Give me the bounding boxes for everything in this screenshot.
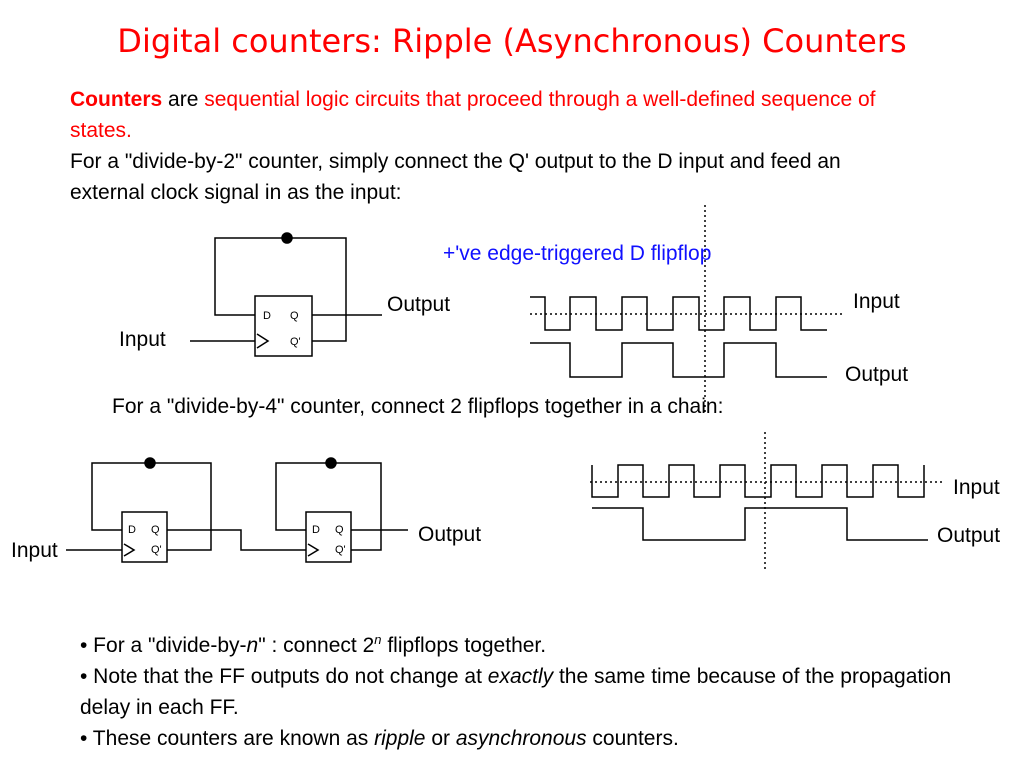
ff2-letters: D Q Q' D Q Q'	[128, 524, 346, 556]
bullet-3: • These counters are known as ripple or …	[80, 723, 980, 754]
wave2-input-label: Input	[953, 476, 1000, 499]
bullet-list: • For a "divide-by-n" : connect 2n flipf…	[80, 624, 980, 754]
ff1-d-letter: D	[128, 524, 136, 536]
ff2-d-letter: D	[312, 524, 320, 536]
are-word: are	[162, 88, 205, 111]
slide-title: Digital counters: Ripple (Asynchronous) …	[117, 22, 907, 60]
bullet-3-pre: • These counters are known as	[80, 727, 375, 750]
ff-qbar-letter: Q'	[290, 336, 301, 348]
ff2-qbar-letter: Q'	[335, 544, 346, 556]
ff-q-letter: Q	[290, 310, 299, 322]
divide-by-4-waveforms	[590, 432, 945, 572]
circuit2-output-label: Output	[418, 523, 482, 546]
junction-dot	[281, 232, 293, 244]
clock-triangle-1	[123, 543, 136, 557]
ff1-letters: D Q Q'	[263, 310, 301, 348]
ff2-q-letter: Q	[335, 524, 344, 536]
ff1-qbar-letter: Q'	[151, 544, 162, 556]
bullet-1-superscript: n	[374, 632, 382, 647]
output-wave	[530, 342, 827, 378]
feedback-wire-1	[91, 462, 212, 551]
bullet-2: • Note that the FF outputs do not change…	[80, 661, 980, 723]
divide-by-2-waveforms	[530, 205, 845, 415]
bullet-1: • For a "divide-by-n" : connect 2n flipf…	[80, 624, 980, 661]
input-clock-wave-2	[591, 464, 925, 498]
chain-wire	[167, 529, 306, 551]
ff-d-letter: D	[263, 310, 271, 322]
bullet-1-post: flipflops together.	[381, 634, 547, 657]
bullet-2-emphasis: exactly	[487, 665, 554, 688]
bullet-2-post: the same time because of the propagation…	[80, 665, 952, 719]
bullet-3-mid: or	[425, 727, 456, 750]
intro-text: Counters are sequential logic circuits t…	[70, 84, 900, 208]
clock-triangle-2	[307, 543, 320, 557]
feedback-wire-2	[275, 462, 382, 551]
junction-dot-1	[144, 457, 156, 469]
flipflop-caption: +'ve edge-triggered D flipflop	[443, 242, 712, 265]
wave2-output-label: Output	[937, 524, 1001, 547]
wave1-output-label: Output	[845, 363, 909, 386]
circuit1-output-label: Output	[387, 293, 451, 316]
d-flipflop-2-box	[305, 511, 352, 563]
bullet-3-asynchronous: asynchronous	[455, 727, 587, 750]
bullet-1-mid: " : connect 2	[258, 634, 375, 657]
input-clock-wave	[530, 296, 827, 331]
bullet-2-pre: • Note that the FF outputs do not change…	[80, 665, 488, 688]
counters-definition: sequential logic circuits that proceed t…	[70, 88, 876, 142]
circuit2-input-label: Input	[11, 539, 58, 562]
wave1-input-label: Input	[853, 290, 900, 313]
counters-term: Counters	[70, 88, 163, 111]
d-flipflop-1-box	[121, 511, 168, 563]
bullet-1-pre: • For a "divide-by-	[80, 634, 247, 657]
divide-by-2-circuit	[190, 232, 382, 357]
output-wave-2	[592, 507, 928, 541]
d-flipflop-box	[254, 295, 313, 357]
divide-by-4-circuit	[66, 457, 408, 563]
bullet-1-n: n	[246, 634, 259, 657]
clock-triangle	[256, 333, 270, 349]
ff1-q-letter: Q	[151, 524, 160, 536]
bullet-3-post: counters.	[586, 727, 679, 750]
circuit1-input-label: Input	[119, 328, 166, 351]
feedback-wire	[214, 237, 347, 342]
divide-by-2-description: For a "divide-by-2" counter, simply conn…	[70, 150, 841, 204]
divide-by-4-description: For a "divide-by-4" counter, connect 2 f…	[112, 395, 724, 418]
junction-dot-2	[325, 457, 337, 469]
bullet-3-ripple: ripple	[374, 727, 426, 750]
